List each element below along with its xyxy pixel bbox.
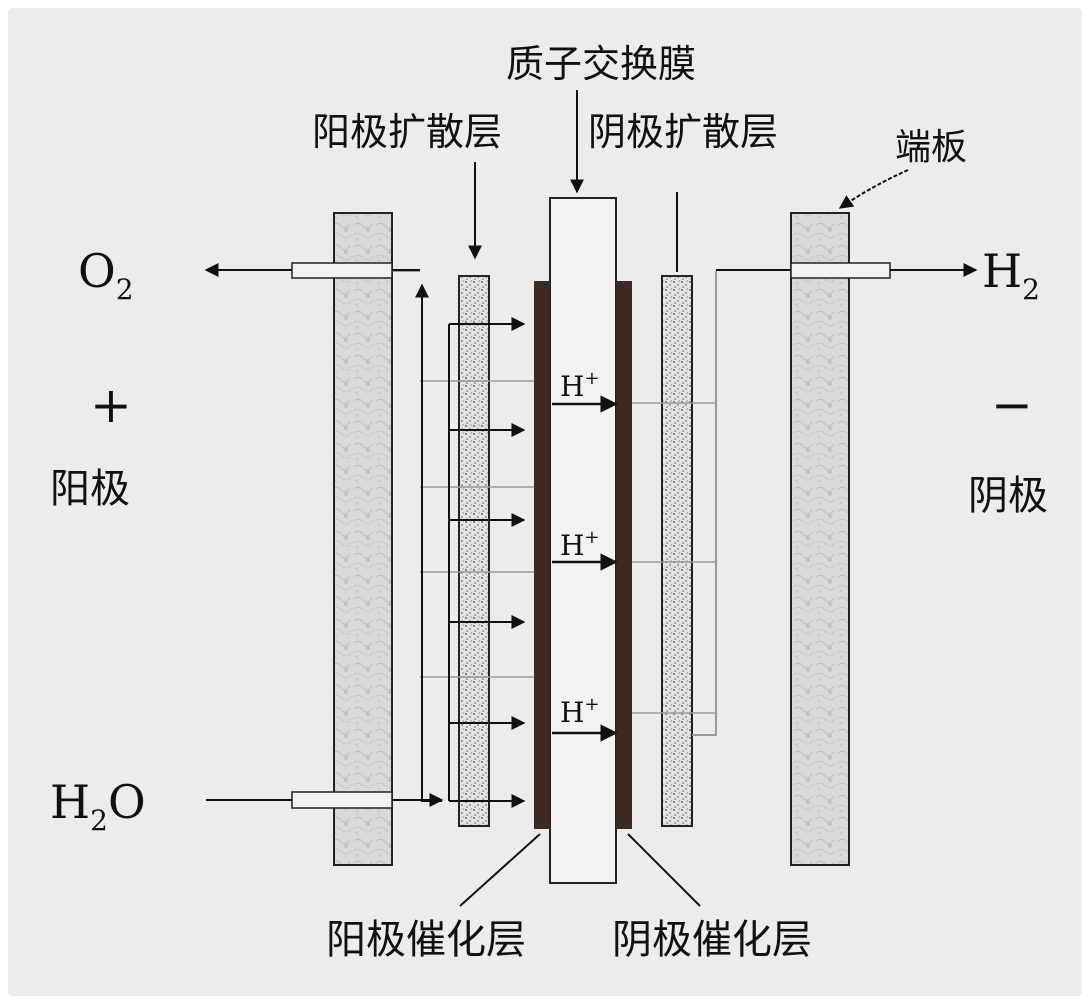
proton-exchange-membrane	[549, 197, 617, 884]
anode-catalyst-pointer	[459, 833, 541, 907]
cathode-side-outline	[692, 271, 717, 736]
oxygen-return-line	[415, 283, 442, 802]
proton-label-1: H+	[560, 368, 600, 403]
cathode-diffusion-layer	[661, 275, 693, 827]
label-cathode-diffusion: 阴极扩散层	[588, 110, 778, 154]
cathode-minus-sign: −	[991, 376, 1033, 434]
label-end-plate: 端板	[895, 127, 967, 168]
anode-diffusion-layer	[458, 275, 490, 827]
anode-thin-lines	[420, 380, 534, 678]
left-end-plate	[333, 212, 393, 866]
o2-outlet-pipe	[291, 262, 393, 279]
h2o-inlet-pipe	[291, 791, 393, 809]
species-h2o: H2O	[50, 775, 146, 837]
species-h2: H2	[982, 244, 1040, 306]
anode-plus-sign: +	[90, 376, 132, 434]
proton-arrows	[552, 395, 618, 742]
species-o2: O2	[78, 244, 134, 306]
label-anode-word: 阳极	[50, 466, 130, 512]
label-cathode-catalyst: 阴极催化层	[612, 917, 812, 963]
cathode-thin-lines	[632, 402, 716, 714]
label-membrane: 质子交换膜	[506, 42, 696, 86]
label-cathode-word: 阴极	[968, 473, 1048, 519]
cathode-catalyst-pointer	[627, 833, 701, 907]
label-anode-diffusion: 阳极扩散层	[312, 110, 502, 154]
right-end-plate	[790, 212, 850, 866]
water-feed-lines	[448, 317, 526, 808]
proton-label-2: H+	[560, 527, 600, 562]
cathode-catalyst-layer	[616, 281, 632, 829]
h2-outlet-pipe	[790, 262, 891, 279]
label-anode-catalyst: 阳极催化层	[326, 917, 526, 963]
anode-catalyst-layer	[534, 281, 550, 829]
proton-label-3: H+	[560, 694, 600, 729]
end-plate-pointer	[838, 169, 909, 209]
